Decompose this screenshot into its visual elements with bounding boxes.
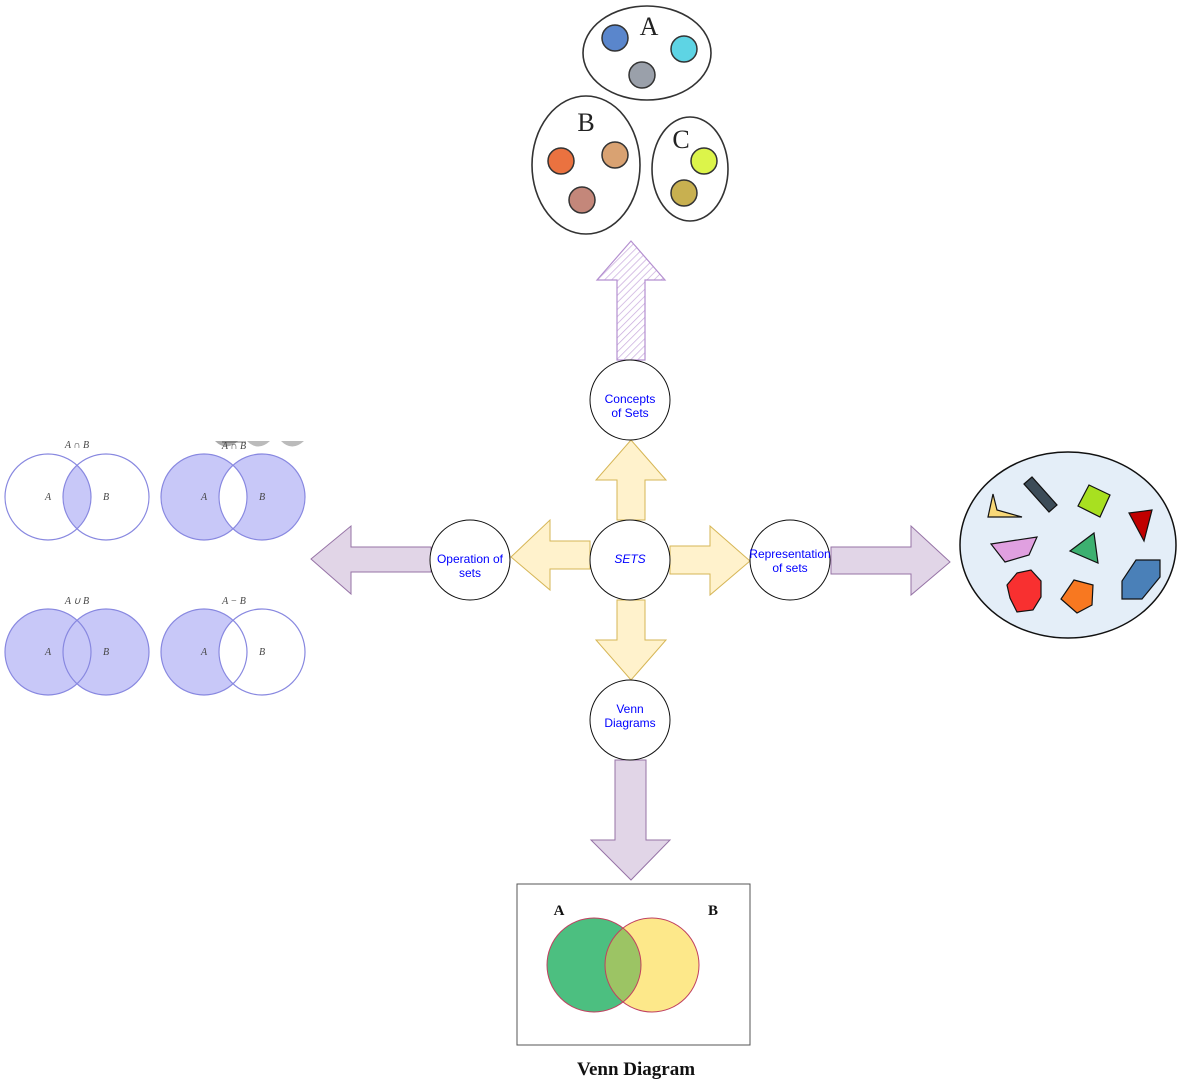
venn-caption: Venn Diagram [577,1059,695,1080]
arrow-down-inner [594,599,668,681]
label-b: B [259,647,265,658]
circle-b [62,453,150,541]
operation-panel-union: A ∪ B A B [4,596,150,696]
venn-label-b: B [708,903,718,919]
node-venn-diagrams[interactable]: Venn Diagrams [589,679,671,761]
operation-panel-complement-intersection: A ∩ B A B [160,441,306,541]
set-b-element [568,186,596,214]
set-b-ellipse [531,95,641,235]
set-c-ellipse [651,116,729,222]
node-circle [749,519,831,601]
set-b-group: B [531,95,641,235]
venn-circle-a-outline [546,917,642,1013]
circle-a [160,608,248,696]
label-b: B [259,492,265,503]
operation-panel-difference: A − B A B [160,596,306,696]
node-label-line: Venn [616,702,643,716]
panel-title: A ∩ B [221,441,246,452]
panel-title: A ∪ B [64,596,89,607]
set-c-group: C [651,116,729,222]
node-concepts-of-sets[interactable]: Concepts of Sets [589,359,671,441]
arrow-up-to-concepts-image [595,240,667,361]
label-a: A [200,492,208,503]
artifact-shape [247,441,270,447]
operation-panel-intersection: A ∩ B A B [4,440,150,541]
set-a-element [601,24,629,52]
node-label: SETS [614,552,645,566]
node-label-line: of sets [772,561,807,575]
shape-triangle-red [1128,509,1153,543]
panel-title: A − B [221,596,246,607]
set-b-element [601,141,629,169]
difference-hole [219,609,247,695]
set-c-element [690,147,718,175]
circle-a [4,608,92,696]
shape-hexagon [1121,559,1161,600]
label-a: A [44,647,52,658]
node-label-line: of Sets [611,406,648,420]
artifact-shape [281,441,304,447]
label-b: B [103,647,109,658]
node-circle [589,679,671,761]
arrow-right-inner [669,524,751,597]
arrow-up-inner [594,439,668,521]
shape-triangle-green [1068,531,1099,564]
panel-title: A ∩ B [64,440,89,451]
label-a: A [44,492,52,503]
shape-octagon [1006,569,1042,613]
concepts-of-sets-image: A B C [531,5,729,235]
circle-a [4,453,92,541]
arrow-left-inner [510,518,591,592]
set-a-element [628,61,656,89]
circle-b [218,453,306,541]
intersection-hole [219,465,247,529]
node-circle [589,359,671,441]
representation-of-sets-image [959,451,1177,639]
shape-trapezoid [989,536,1038,563]
arrow-left-to-operations-image [310,524,432,596]
venn-diagram-image: A B Venn Diagram [516,883,751,1080]
node-label-line: Representation [749,547,830,561]
set-b-label: B [577,108,594,137]
node-circle [589,519,671,601]
node-representation-of-sets[interactable]: Representation of sets [749,519,831,601]
node-label-line: sets [459,566,481,580]
arrow-down-to-venn-image [589,759,672,881]
venn-label-a: A [554,903,565,919]
venn-overlap [605,918,641,1012]
shape-rectangle [1023,476,1058,513]
circle-b [62,608,150,696]
arrow-right-to-representation-image [830,524,951,597]
node-circle [429,519,511,601]
set-c-element [670,179,698,207]
shape-pentagon [1060,579,1094,614]
set-b-element [547,147,575,175]
node-sets-center[interactable]: SETS [589,519,671,601]
node-operation-of-sets[interactable]: Operation of sets [429,519,511,601]
circle-b [218,608,306,696]
label-a: A [200,647,208,658]
set-a-element [670,35,698,63]
set-a-group: A [582,5,712,101]
circle-a [160,453,248,541]
node-label-line: Diagrams [604,716,655,730]
label-b: B [103,492,109,503]
circle-b-fill [63,609,149,695]
set-c-label: C [672,125,689,154]
node-label-line: Concepts [605,392,656,406]
intersection-fill [63,454,91,540]
set-a-label: A [640,12,659,41]
shape-square [1077,484,1111,518]
operations-of-sets-image: A ∩ B A B A ∩ B A B A ∪ B A B [4,440,306,696]
shape-chevron [987,493,1023,518]
node-label-line: Operation of [437,552,504,566]
venn-circle-b-outline [604,917,700,1013]
